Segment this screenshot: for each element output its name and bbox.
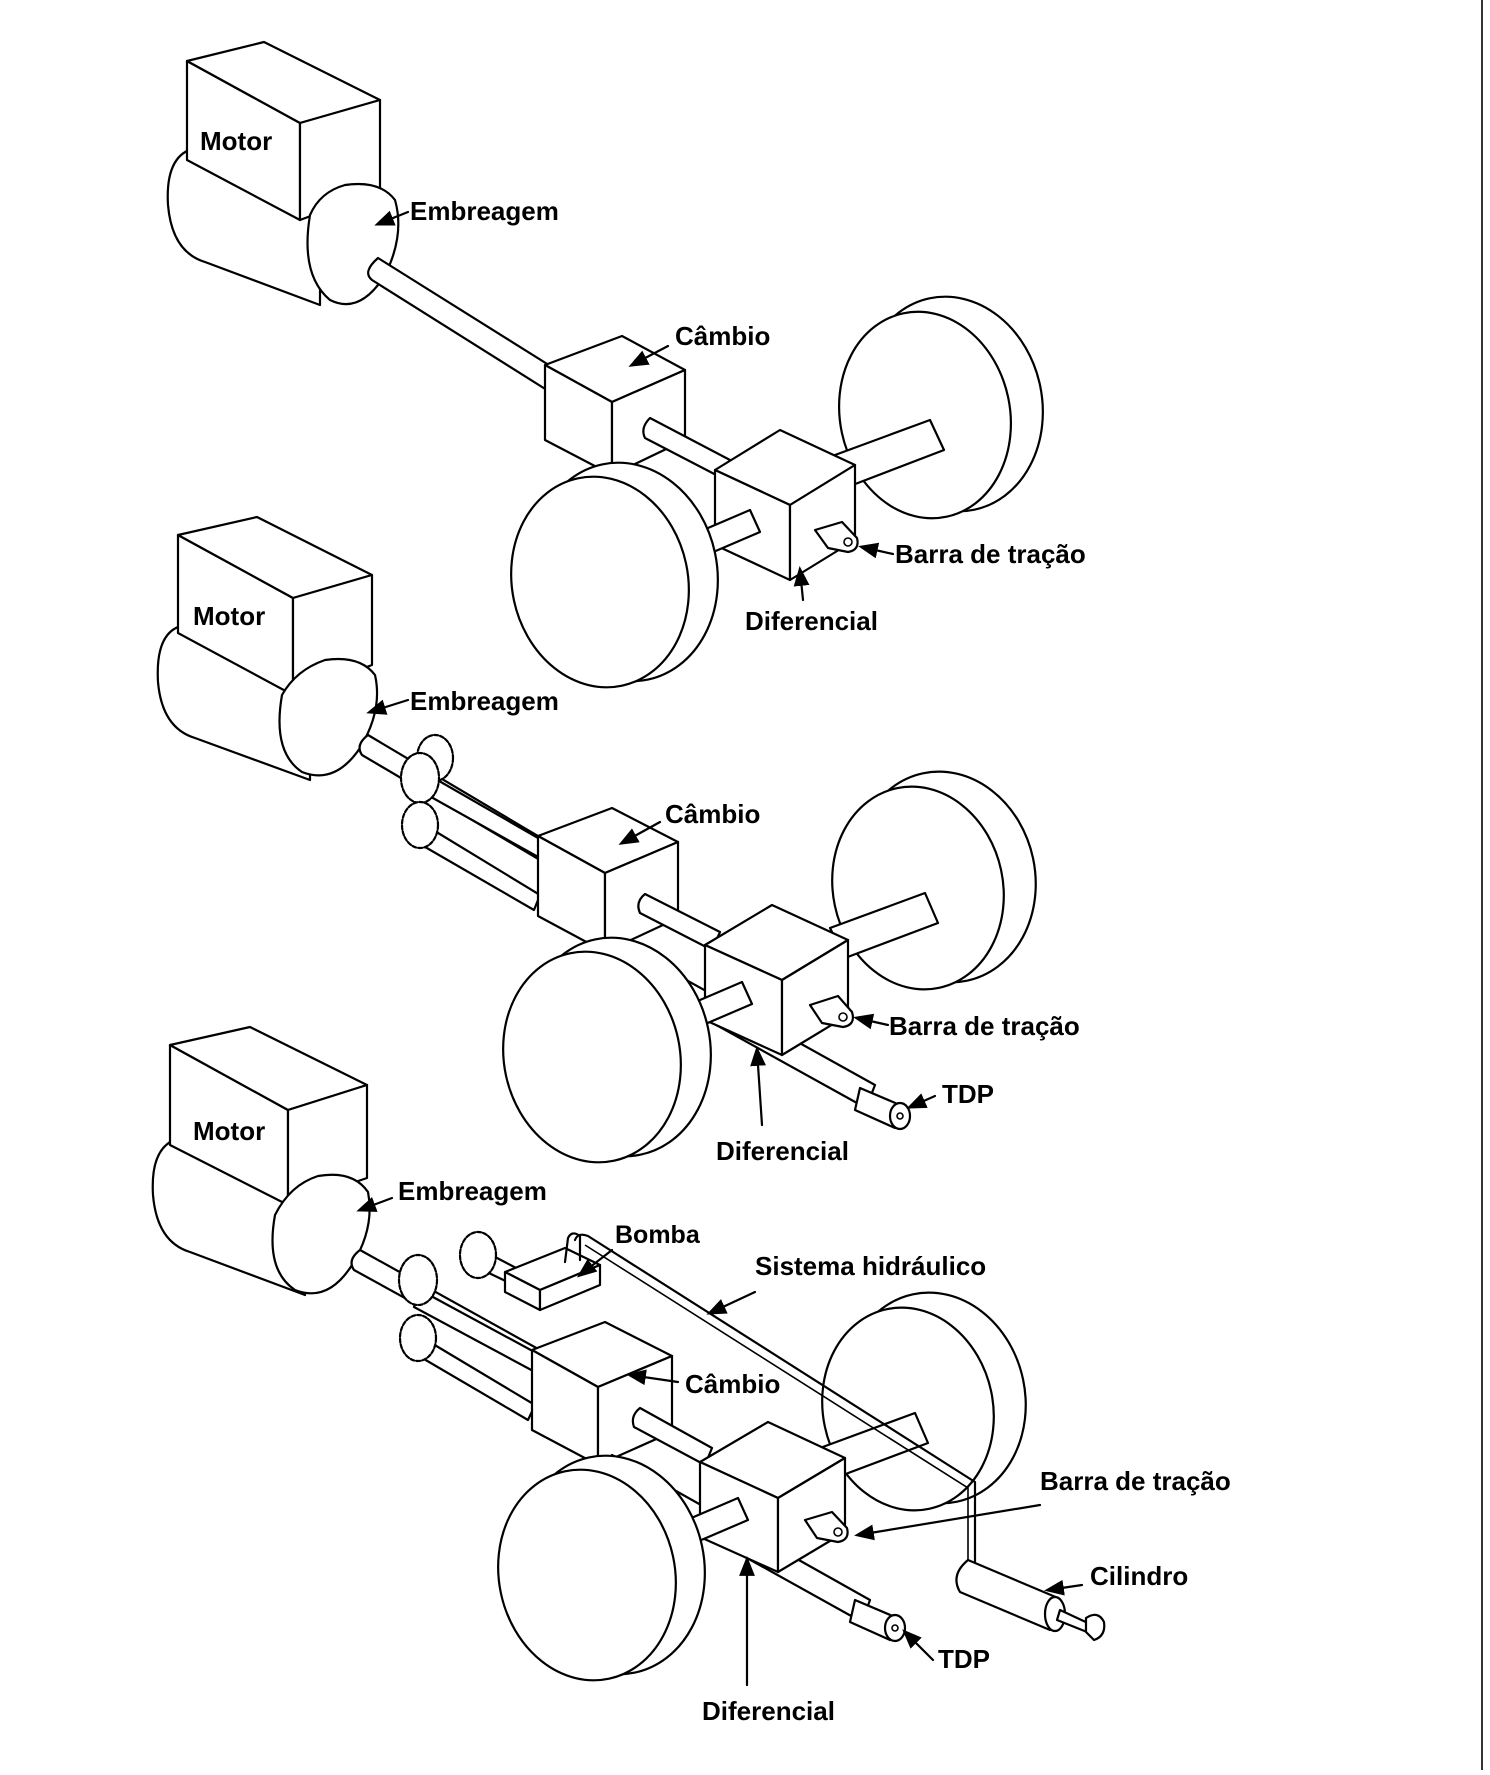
label-cambio: Câmbio — [675, 321, 770, 351]
drawbar — [803, 1510, 849, 1544]
label-embreagem: Embreagem — [398, 1176, 547, 1206]
wheel-rear-left — [497, 1454, 706, 1682]
label-barra: Barra de tração — [895, 539, 1086, 569]
label-diferencial: Diferencial — [702, 1696, 835, 1726]
shaft-gearbox-diff — [642, 416, 732, 480]
label-motor: Motor — [193, 601, 265, 631]
motor-block — [151, 1025, 369, 1297]
diagram-3: Motor Embreagem Bomba Sistema hidráulico… — [151, 1025, 1231, 1726]
wheel-rear-left — [502, 936, 712, 1164]
differential — [698, 1420, 847, 1574]
wheel-rear-right — [837, 295, 1044, 520]
label-barra: Barra de tração — [1040, 1466, 1231, 1496]
shaft-gearbox-diff — [631, 1406, 714, 1467]
gear-upper — [399, 733, 455, 805]
label-motor: Motor — [193, 1116, 265, 1146]
label-motor: Motor — [200, 126, 272, 156]
label-bomba: Bomba — [615, 1221, 701, 1249]
drive-shaft — [367, 256, 562, 394]
differential — [703, 903, 850, 1057]
gear-lower — [400, 800, 440, 850]
label-embreagem: Embreagem — [410, 686, 559, 716]
gear-upper — [397, 1253, 439, 1307]
label-cambio: Câmbio — [685, 1369, 780, 1399]
drawbar — [813, 520, 859, 554]
label-diferencial: Diferencial — [745, 606, 878, 636]
gearbox — [536, 806, 680, 954]
label-sistema: Sistema hidráulico — [755, 1251, 986, 1281]
pto-splined-end — [853, 1086, 912, 1131]
differential — [713, 428, 857, 582]
wheel-rear-left — [510, 461, 719, 689]
label-barra: Barra de tração — [889, 1011, 1080, 1041]
clutch-housing — [271, 1173, 371, 1295]
wheel-rear-right — [831, 770, 1037, 991]
gearbox — [543, 334, 687, 477]
diagram-2: Motor Embreagem Câmbio Barra de tração T… — [156, 515, 1080, 1166]
label-embreagem: Embreagem — [410, 196, 559, 226]
label-cambio: Câmbio — [665, 799, 760, 829]
drawbar — [808, 994, 855, 1029]
label-cilindro: Cilindro — [1090, 1561, 1188, 1591]
gearbox — [530, 1320, 674, 1467]
hydraulic-line — [573, 1233, 977, 1570]
diagram-1: Motor Embreagem Câmbio Barra de tração D… — [166, 40, 1086, 689]
pto-splined-end — [848, 1598, 907, 1643]
hydraulic-cylinder — [955, 1558, 1106, 1642]
label-tdp: TDP — [942, 1079, 994, 1109]
label-tdp: TDP — [938, 1644, 990, 1674]
gear-lower — [398, 1313, 438, 1363]
label-diferencial: Diferencial — [716, 1136, 849, 1166]
motor-block — [166, 40, 382, 307]
clutch-housing — [278, 657, 379, 777]
shaft-gearbox-diff — [637, 892, 722, 952]
gear-pump — [458, 1230, 498, 1280]
